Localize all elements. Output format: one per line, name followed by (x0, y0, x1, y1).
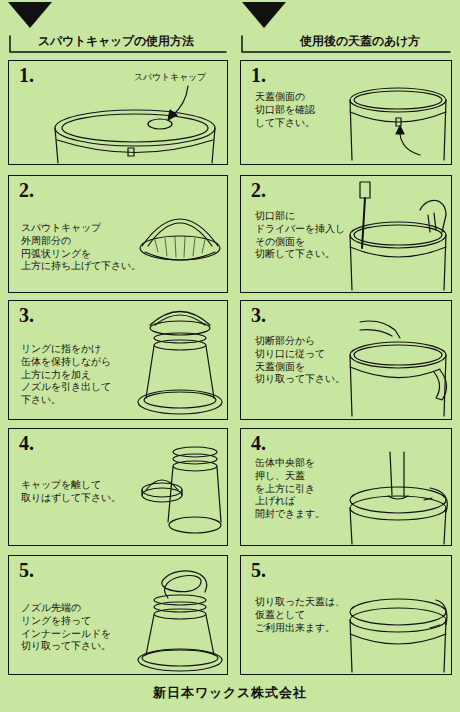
nozzle-drawing (138, 312, 222, 415)
inner-seal-drawing (138, 571, 222, 671)
column-heading: スパウトキャップの使用方法 (38, 34, 194, 48)
ring-drawing (140, 236, 220, 260)
step-panel: 2. スパウトキャップ 外周部分の 円弧状リングを 上方に持ち上げて下さい。 (8, 175, 228, 293)
step-number: 1. (19, 64, 34, 86)
temporary-lid-drawing (350, 634, 446, 644)
step-instruction: 缶体中央部を 押し、天蓋 を上方に引き 上げれば 開封できます。 (255, 457, 350, 521)
ring-drawing (145, 252, 215, 260)
screwdriver-drawing (350, 182, 446, 290)
inner-seal-drawing (154, 609, 206, 619)
step-number: 2. (251, 179, 266, 201)
ring-drawing (155, 237, 205, 257)
cap-removal-drawing (173, 461, 217, 471)
pail-top-drawing (57, 140, 213, 153)
part-callout: スパウトキャップ (134, 71, 224, 83)
lid-notch-drawing (400, 134, 420, 155)
nozzle-drawing (144, 392, 216, 408)
step-number: 3. (19, 304, 34, 326)
pail-top-drawing (55, 110, 215, 146)
nozzle-drawing (154, 340, 206, 350)
step-panel: 3. リングに指をかけ 缶体を保持しながら 上方に力を加え ノズルを引き出して 下… (8, 300, 228, 420)
ring-drawing (142, 219, 218, 246)
step-number: 3. (251, 304, 266, 326)
step-number: 2. (19, 179, 34, 201)
pail-top-drawing (148, 119, 172, 129)
cap-removal-drawing (142, 490, 182, 495)
ring-drawing (148, 223, 212, 246)
step-instruction: 切り取った天蓋は、 仮蓋として ご利用出来ます。 (255, 596, 350, 634)
step-panel: 1. スパウトキャップ (8, 60, 228, 165)
cap-removal-drawing (169, 517, 221, 533)
nozzle-drawing (138, 390, 222, 414)
inner-seal-drawing (138, 649, 222, 671)
lid-opening-drawing (388, 452, 408, 499)
lid-cutting-drawing (350, 321, 447, 416)
step-number: 1. (251, 64, 266, 86)
step-instruction: スパウトキャップ 外周部分の 円弧状リングを 上方に持ち上げて下さい。 (21, 222, 146, 273)
lid-notch-drawing (350, 100, 446, 160)
step-instruction: 切断部分から 切り口に従って 天蓋側面を 切り取って下さい。 (255, 335, 350, 386)
lid-notch-drawing (350, 112, 446, 122)
step-panel: 5. 切り取った天蓋は、 仮蓋として ご利用出来ます。 (240, 555, 452, 675)
pail-top-drawing (55, 86, 215, 163)
lid-notch-drawing (396, 126, 404, 134)
temporary-lid-drawing (350, 608, 446, 632)
screwdriver-drawing (350, 222, 446, 248)
step-instruction: ノズル先端の リングを持って インナーシールドを 切り取って下さい。 (21, 602, 146, 653)
screwdriver-drawing (350, 247, 446, 257)
lid-cutting-drawing (350, 355, 446, 416)
step-panel: 2. 切口部に ドライバーを挿入し その側面を 切断して下さい。 (240, 175, 452, 293)
screwdriver-drawing (420, 200, 446, 232)
lid-opening-drawing (350, 508, 446, 544)
cap-removal-drawing (142, 483, 182, 497)
step-instruction: 切口部に ドライバーを挿入し その側面を 切断して下さい。 (255, 210, 350, 261)
step-panel: 4. キャップを離して 取りはずして下さい。 (8, 428, 228, 546)
step-number: 5. (251, 559, 266, 581)
cap-removal-drawing (146, 480, 178, 490)
step-panel: 1. 天蓋側面の 切口部を確認 して下さい。 (240, 60, 452, 165)
lid-notch-drawing (396, 118, 401, 126)
step-number: 4. (251, 432, 266, 454)
cap-removal-drawing (142, 447, 221, 533)
lid-notch-drawing (350, 88, 446, 112)
column-header-mark (8, 2, 52, 28)
screwdriver-drawing (354, 225, 442, 245)
lid-opening-drawing (424, 488, 447, 512)
lid-cutting-drawing (350, 367, 440, 378)
screwdriver-drawing (362, 198, 365, 248)
step-panel: 3. 切断部分から 切り口に従って 天蓋側面を 切り取って下さい。 (240, 300, 452, 420)
screwdriver-drawing (360, 182, 370, 198)
column-heading: 使用後の天蓋のあけ方 (300, 34, 420, 48)
lid-notch-drawing (354, 91, 442, 109)
column-header-mark (8, 2, 450, 52)
lid-cutting-drawing (354, 345, 442, 365)
step-panel: 5. ノズル先端の リングを持って インナーシールドを 切り取って下さい。 (8, 555, 228, 675)
lid-notch-drawing (350, 88, 446, 160)
step-instruction: キャップを離して 取りはずして下さい。 (21, 479, 146, 505)
column-header-mark (242, 2, 286, 28)
temporary-lid-drawing (430, 600, 447, 628)
inner-seal-drawing (162, 571, 207, 598)
pail-top-drawing (55, 128, 215, 163)
lid-cutting-drawing (350, 342, 446, 368)
pail-top-drawing (128, 148, 134, 156)
ring-drawing (140, 219, 220, 260)
company-name: 新日本ワックス株式会社 (0, 684, 460, 702)
step-panel: 4. 缶体中央部を 押し、天蓋 を上方に引き 上げれば 開封できます。 (240, 428, 452, 546)
screwdriver-drawing (350, 235, 446, 290)
temporary-lid-drawing (350, 599, 447, 672)
inner-seal-drawing (142, 650, 218, 666)
step-number: 4. (19, 432, 34, 454)
pail-top-drawing (172, 86, 188, 116)
step-number: 5. (19, 559, 34, 581)
lid-cutting-drawing (434, 370, 447, 400)
pail-top-drawing (62, 114, 208, 142)
pail-top-drawing (168, 110, 177, 120)
step-instruction: リングに指をかけ 缶体を保持しながら 上方に力を加え ノズルを引き出して 下さい… (21, 343, 146, 407)
lid-cutting-drawing (360, 321, 400, 338)
step-instruction: 天蓋側面の 切口部を確認 して下さい。 (255, 91, 350, 129)
lid-opening-drawing (350, 452, 447, 544)
